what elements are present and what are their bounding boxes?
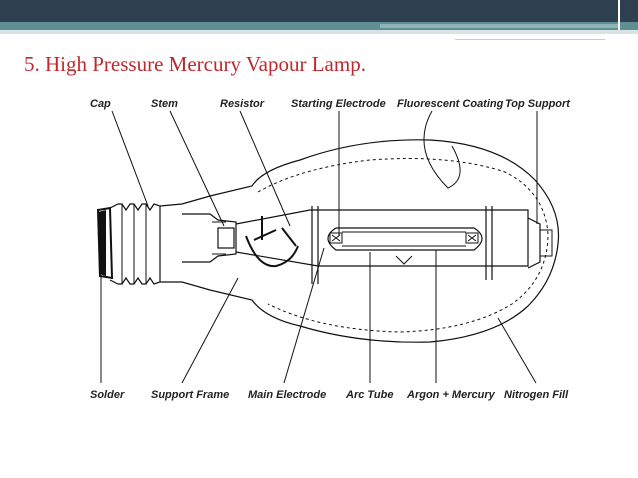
screw-cap xyxy=(96,203,161,285)
header-band-light xyxy=(0,30,638,34)
label-main-electrode: Main Electrode xyxy=(248,389,326,401)
label-top-support: Top Support xyxy=(505,98,571,110)
label-fluorescent-coating: Fluorescent Coating xyxy=(397,98,504,110)
label-arc-tube: Arc Tube xyxy=(345,389,393,401)
label-cap: Cap xyxy=(90,98,111,110)
label-starting-electrode: Starting Electrode xyxy=(291,98,386,110)
solder-contact xyxy=(98,210,106,276)
resistor xyxy=(245,216,299,268)
header-band-dark xyxy=(0,0,638,22)
label-stem: Stem xyxy=(151,98,178,110)
support-frame xyxy=(235,206,553,284)
label-support-frame: Support Frame xyxy=(151,389,229,401)
stem xyxy=(182,213,237,263)
label-resistor: Resistor xyxy=(220,98,265,110)
leader-lines xyxy=(100,110,538,384)
label-solder: Solder xyxy=(90,389,125,401)
header-accent-thin-line xyxy=(455,39,605,40)
main-electrode xyxy=(329,232,479,244)
header-accent-line xyxy=(380,24,618,28)
slide-title: 5. High Pressure Mercury Vapour Lamp. xyxy=(24,52,366,76)
arc-tube xyxy=(327,227,483,265)
label-argon-mercury: Argon + Mercury xyxy=(406,389,496,401)
header-notch xyxy=(618,0,620,30)
fluorescent-coating-line xyxy=(257,158,549,333)
header-band-teal xyxy=(0,22,638,30)
glass-bulb xyxy=(159,139,560,343)
label-nitrogen-fill: Nitrogen Fill xyxy=(504,389,569,401)
